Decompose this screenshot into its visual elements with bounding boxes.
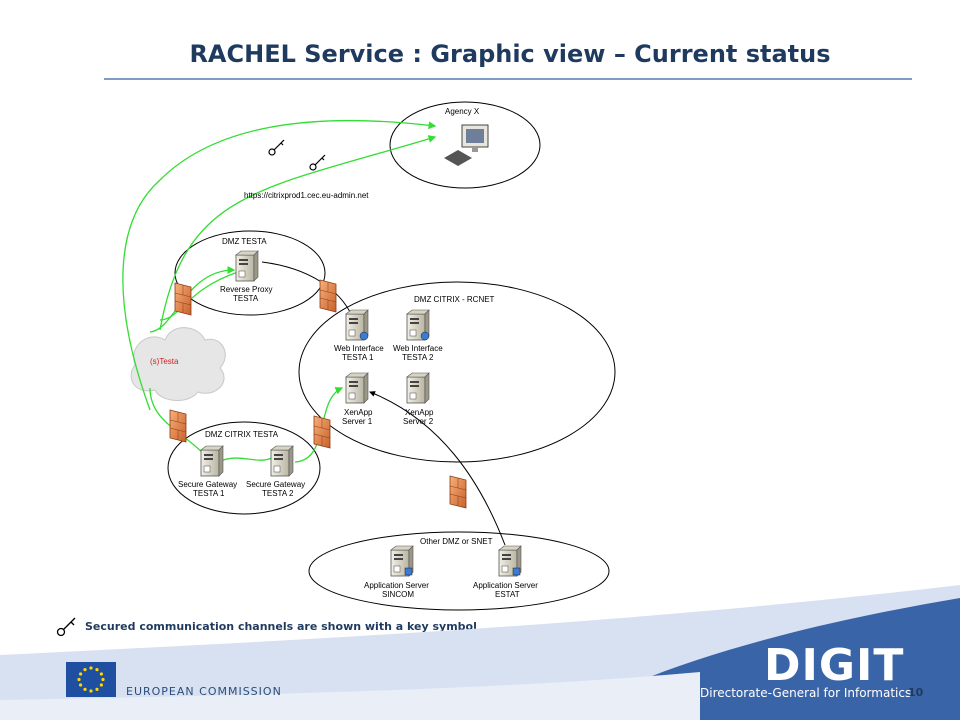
agency-label: Agency X [445, 107, 480, 116]
eu-flag-logo [66, 662, 116, 697]
xenapp-1-label-2: Server 1 [342, 417, 373, 426]
dmz-testa-label: DMZ TESTA [222, 237, 267, 246]
reverse-proxy-label-1: Reverse Proxy [220, 285, 272, 294]
link-agency-inner [159, 135, 437, 331]
key-icon [268, 139, 285, 156]
key-icon [56, 617, 76, 637]
xenapp-2-label-1: XenApp [405, 408, 434, 417]
secure-gateway-2-label-1: Secure Gateway [246, 480, 305, 489]
xenapp-1-label-1: XenApp [344, 408, 373, 417]
web-interface-2-label-2: TESTA 2 [402, 353, 434, 362]
link-sg-sg [217, 457, 273, 463]
secure-gateway-2-label-2: TESTA 2 [262, 489, 294, 498]
link-cloud-sg [149, 387, 206, 456]
firewall-icon [169, 409, 187, 443]
web-interface-1-label-1: Web Interface [334, 344, 384, 353]
url-label: https://citrixprod1.cec.eu-admin.net [244, 191, 369, 200]
zone-dmz-citrix-testa [167, 421, 321, 515]
secure-gateway-1-label-2: TESTA 1 [193, 489, 225, 498]
dmz-citrix-testa-label: DMZ CITRIX TESTA [205, 430, 279, 439]
page-number: 10 [908, 686, 924, 699]
testa-cloud [130, 327, 226, 401]
app-server-sincom-label-1: Application Server [364, 581, 429, 590]
server-icon [235, 250, 259, 282]
secure-gateway-1-label-1: Secure Gateway [178, 480, 237, 489]
web-interface-2-label-1: Web Interface [393, 344, 443, 353]
server-icon [200, 445, 224, 477]
server-icon [406, 372, 430, 404]
firewall-icon [319, 279, 337, 313]
app-server-estat-label-2: ESTAT [495, 590, 520, 599]
link-app-xenapp [369, 391, 506, 546]
xenapp-2-label-2: Server 2 [403, 417, 434, 426]
firewall-icon [174, 282, 192, 316]
network-diagram: Agency X https://citrixprod1.cec.eu-admi… [122, 101, 616, 611]
firewall-icon [449, 475, 467, 509]
dmz-citrix-rcnet-label: DMZ CITRIX - RCNET [414, 295, 495, 304]
title-divider [104, 78, 912, 80]
other-dmz-label: Other DMZ or SNET [420, 537, 493, 546]
link-agency-outer [122, 119, 437, 411]
european-commission-label: EUROPEAN COMMISSION [126, 685, 282, 698]
zone-dmz-testa [174, 230, 326, 316]
key-icon [309, 154, 326, 171]
reverse-proxy-label-2: TESTA [233, 294, 259, 303]
firewall-icon [313, 415, 331, 449]
cloud-label: (s)Testa [150, 357, 179, 366]
zone-dmz-citrix-rcnet [298, 281, 616, 463]
digit-logo: DIGIT [764, 640, 905, 691]
app-server-estat-label-1: Application Server [473, 581, 538, 590]
zone-agency-x [389, 101, 541, 189]
web-interface-1-label-2: TESTA 1 [342, 353, 374, 362]
legend-text: Secured communication channels are shown… [85, 620, 477, 633]
workstation-icon [444, 124, 489, 166]
page-title: RACHEL Service : Graphic view – Current … [189, 40, 831, 68]
app-server-sincom-label-2: SINCOM [382, 590, 414, 599]
directorate-general-label: Directorate-General for Informatics [700, 686, 912, 700]
legend: Secured communication channels are shown… [55, 616, 575, 638]
server-icon [345, 372, 369, 404]
link-proxy-web-interface [261, 261, 353, 317]
server-icon [270, 445, 294, 477]
